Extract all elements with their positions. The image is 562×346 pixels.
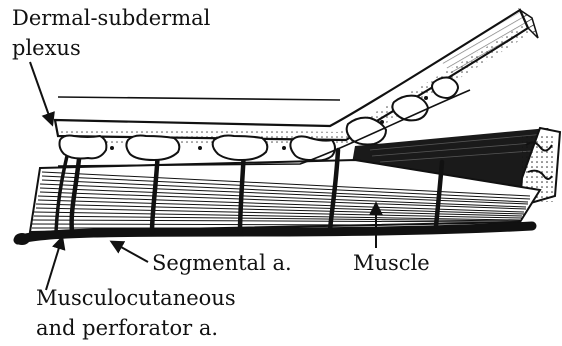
musculocutaneous-label-line-1: Musculocutaneous (36, 286, 236, 310)
dermal-subdermal-plexus-label-line-2: plexus (12, 36, 81, 60)
segmental-artery-label: Segmental a. (152, 251, 292, 275)
dermal-subdermal-plexus-label-line-1: Dermal-subdermal (12, 6, 210, 30)
muscle-label: Muscle (353, 251, 430, 275)
musculocutaneous-label-line-2: and perforator a. (36, 316, 218, 340)
